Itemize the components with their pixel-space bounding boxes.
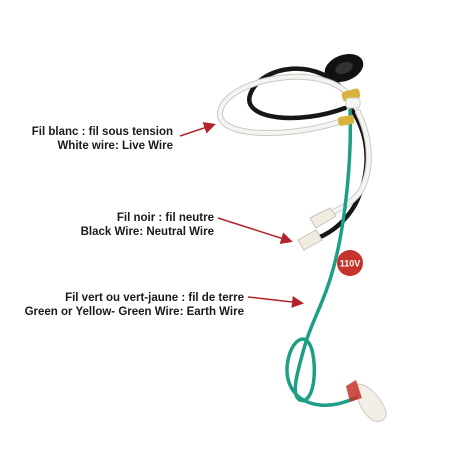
green-wire-label: Fil vert ou vert-jaune : fil de terre Gr… — [25, 291, 244, 319]
black-wire-label-en: Black Wire: Neutral Wire — [80, 226, 214, 238]
black-wire-label: Fil noir : fil neutre Black Wire: Neutra… — [81, 211, 214, 239]
green-wire-arrow — [247, 296, 304, 308]
white-wire-label: Fil blanc : fil sous tension White wire:… — [32, 125, 173, 153]
pointer-arrows — [179, 122, 304, 308]
wire-connectors — [297, 207, 387, 423]
white-wire-label-fr: Fil blanc : fil sous tension — [31, 126, 173, 138]
grommet — [324, 53, 364, 83]
voltage-badge-text: 110V — [340, 259, 361, 269]
voltage-badge: 110V — [337, 250, 363, 276]
black-wire-arrow — [217, 217, 293, 244]
crimp-bands — [337, 88, 361, 126]
white-wire-label-en: White wire: Live Wire — [57, 140, 173, 152]
green-wire-label-en: Green or Yellow- Green Wire: Earth Wire — [24, 306, 244, 318]
green-wire-label-fr: Fil vert ou vert-jaune : fil de terre — [65, 292, 244, 304]
white-wire — [217, 73, 372, 217]
black-wire-label-fr: Fil noir : fil neutre — [116, 212, 214, 224]
white-wire-arrow — [179, 122, 216, 137]
green-wire — [285, 108, 367, 408]
